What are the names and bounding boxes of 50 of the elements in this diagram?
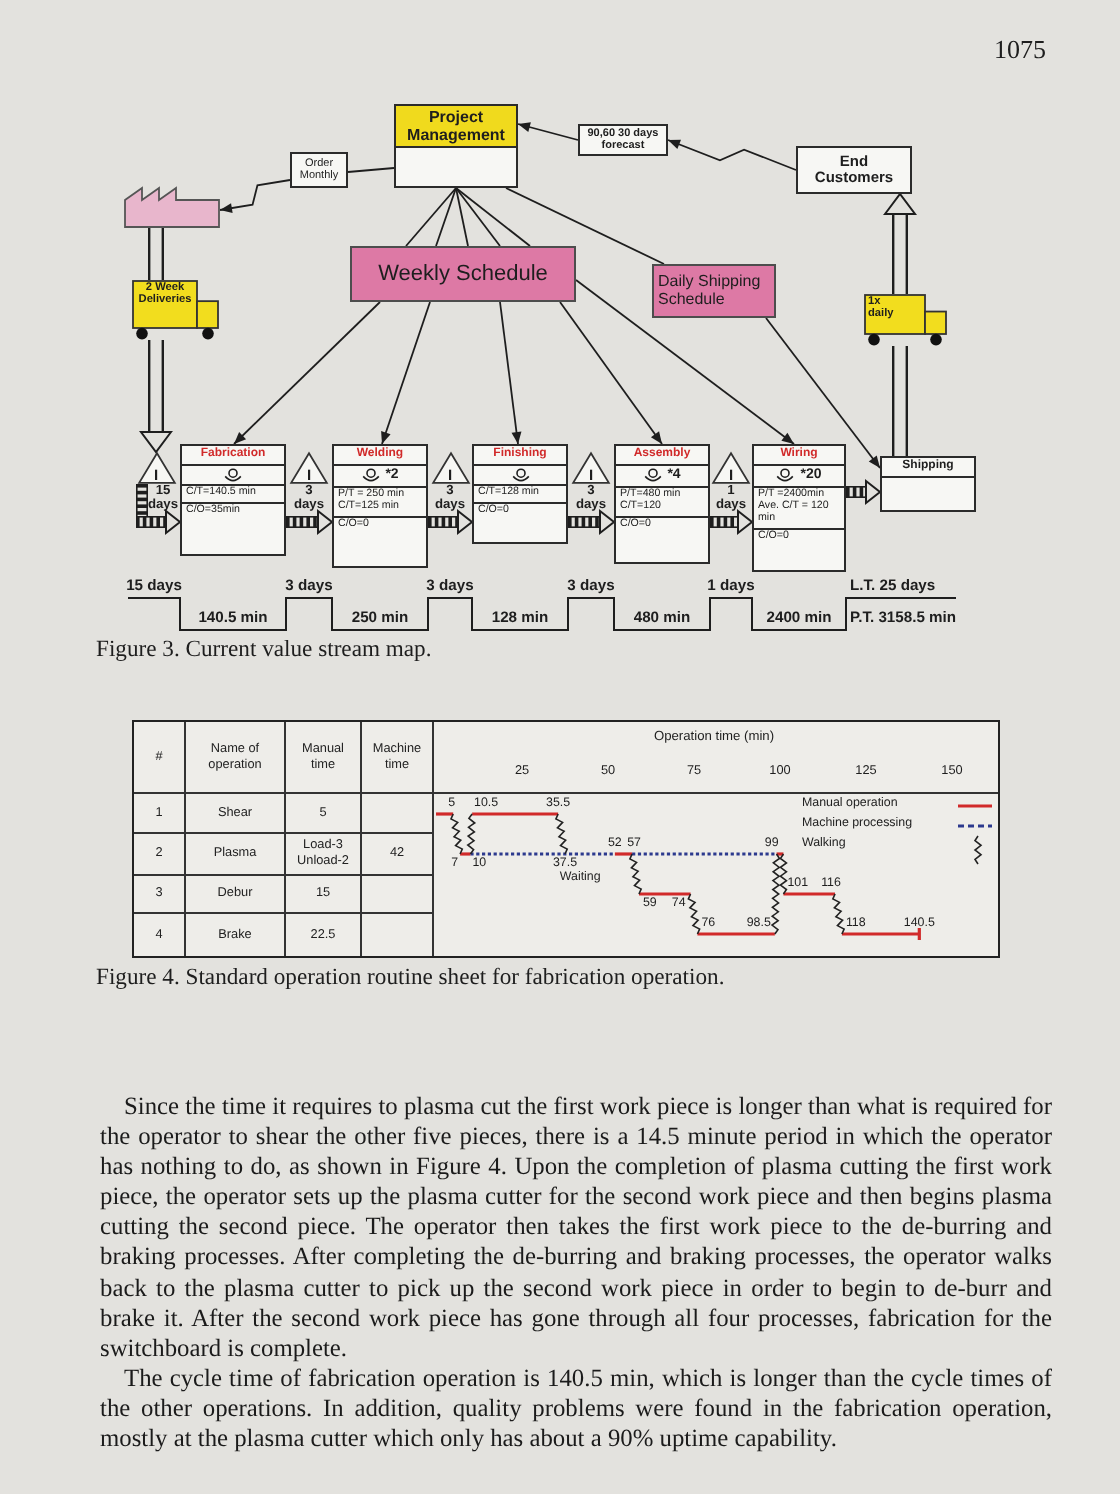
- zigzag-arrow: [667, 139, 797, 171]
- process-box: [752, 444, 846, 572]
- striped-arrow: [286, 510, 333, 534]
- connector-line: [405, 187, 457, 247]
- arrow: [559, 301, 663, 445]
- arrow: [575, 279, 795, 445]
- inventory-triangle: [290, 452, 328, 484]
- process-box: [614, 444, 710, 564]
- connector-line: [347, 167, 395, 173]
- body-paragraph: The cycle time of fabrication operation is 140.5 min, which is longer than the cycle times of the other operations. In addition, quality problems were found in the fabrication operation, mostly at the plasma cutter which only has about a 90% uptime capability.: [100, 1363, 1052, 1455]
- connector-line: [505, 187, 665, 265]
- forecast-box: [578, 124, 668, 156]
- process-box: [332, 444, 428, 568]
- inventory-triangle: [572, 452, 610, 484]
- arrow: [517, 122, 579, 141]
- inventory-triangle: [431, 452, 469, 484]
- arrow: [233, 301, 381, 445]
- body-paragraph: Since the time it requires to plasma cut the first work piece is longer than what is required for the operator to shear the other five pieces, there is a 14.5 minute period in which the operator has nothing to do, as shown in Figure 4. Upon the completion of plasma cutting the first work piece, the operator sets up the plasma cutter for the second work piece and then begins plasma cutting the second piece. The operator then takes the first work piece to the de-burring and braking processes. After completing the de-burring and braking processes, the operator walks back to the plasma cutter to pick up the second work piece in order to begin to de-burr and brake it. After the second work piece has gone through all four processes, fabrication for the switchboard is complete.: [100, 1092, 1052, 1364]
- zigzag-arrow: [219, 179, 291, 214]
- schedule-box: [652, 264, 776, 318]
- hollow-line: [892, 346, 908, 456]
- connector-line: [435, 187, 457, 247]
- arrow: [499, 301, 522, 445]
- hollow-arrow: [140, 340, 172, 453]
- connector-line: [455, 187, 501, 247]
- striped-arrow: [136, 484, 181, 534]
- striped-arrow: [846, 480, 881, 504]
- management-box: [394, 104, 518, 188]
- process-box: [880, 456, 976, 512]
- factory-shape: [124, 184, 220, 228]
- connector-line: [455, 187, 469, 247]
- box-title: Project Management: [396, 106, 516, 148]
- arrow: [381, 301, 431, 445]
- page-number: 1075: [994, 36, 1046, 65]
- order-box: [290, 152, 348, 188]
- inventory-triangle: [712, 452, 750, 484]
- schedule-label: Weekly Schedule: [378, 261, 548, 287]
- inventory-triangle: [137, 452, 175, 484]
- striped-arrow: [568, 510, 615, 534]
- connector-line: [455, 187, 531, 247]
- figure-caption: Figure 3. Current value stream map.: [96, 638, 432, 664]
- customer-box: [796, 146, 912, 194]
- schedule-label: Daily Shipping Schedule: [658, 273, 763, 309]
- striped-arrow: [428, 510, 473, 534]
- arrow: [765, 317, 881, 469]
- figure-caption: Figure 4. Standard operation routine sheet for fabrication operation.: [96, 966, 725, 992]
- schedule-box: [350, 246, 576, 302]
- process-box: [472, 444, 568, 544]
- process-box: [180, 444, 286, 556]
- striped-arrow: [710, 510, 753, 534]
